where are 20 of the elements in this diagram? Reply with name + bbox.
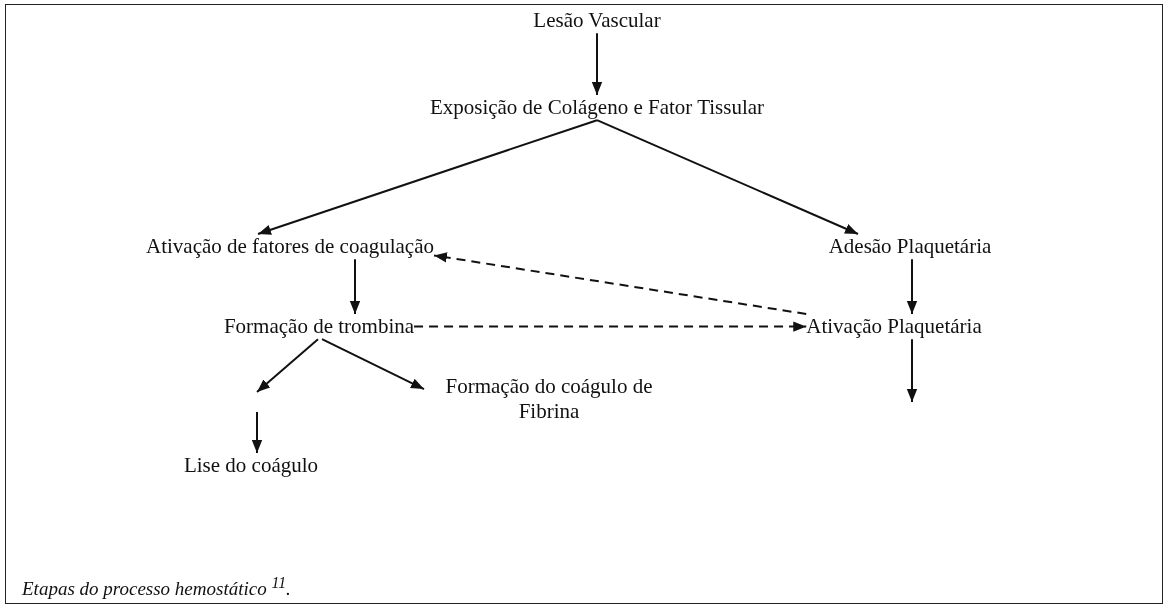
arrow	[906, 338, 918, 403]
step-label: Formação de trombina	[223, 314, 415, 340]
arrow	[413, 321, 808, 332]
step-label: Exposição de Colágeno e Fator Tissular	[429, 95, 765, 121]
step-label: Ativação de fatores de coagulação	[146, 234, 434, 260]
step-label: Lise do coágulo	[183, 453, 319, 479]
arrow	[256, 338, 319, 393]
step-label: Adesão Plaquetária	[828, 234, 992, 260]
arrow	[906, 258, 918, 315]
step-label: Lesão Vascular	[533, 8, 661, 34]
arrow	[596, 119, 859, 235]
arrow	[257, 119, 598, 235]
step-label: Formação do coágulo de Fibrina	[424, 374, 674, 425]
caption: Etapas do processo hemostático $^{11}$.	[22, 574, 291, 601]
arrow	[433, 252, 808, 315]
arrow	[251, 411, 263, 454]
step-label: Ativação Plaquetária	[806, 314, 982, 340]
arrow	[349, 258, 361, 315]
arrow	[591, 32, 603, 96]
arrow	[321, 338, 425, 391]
